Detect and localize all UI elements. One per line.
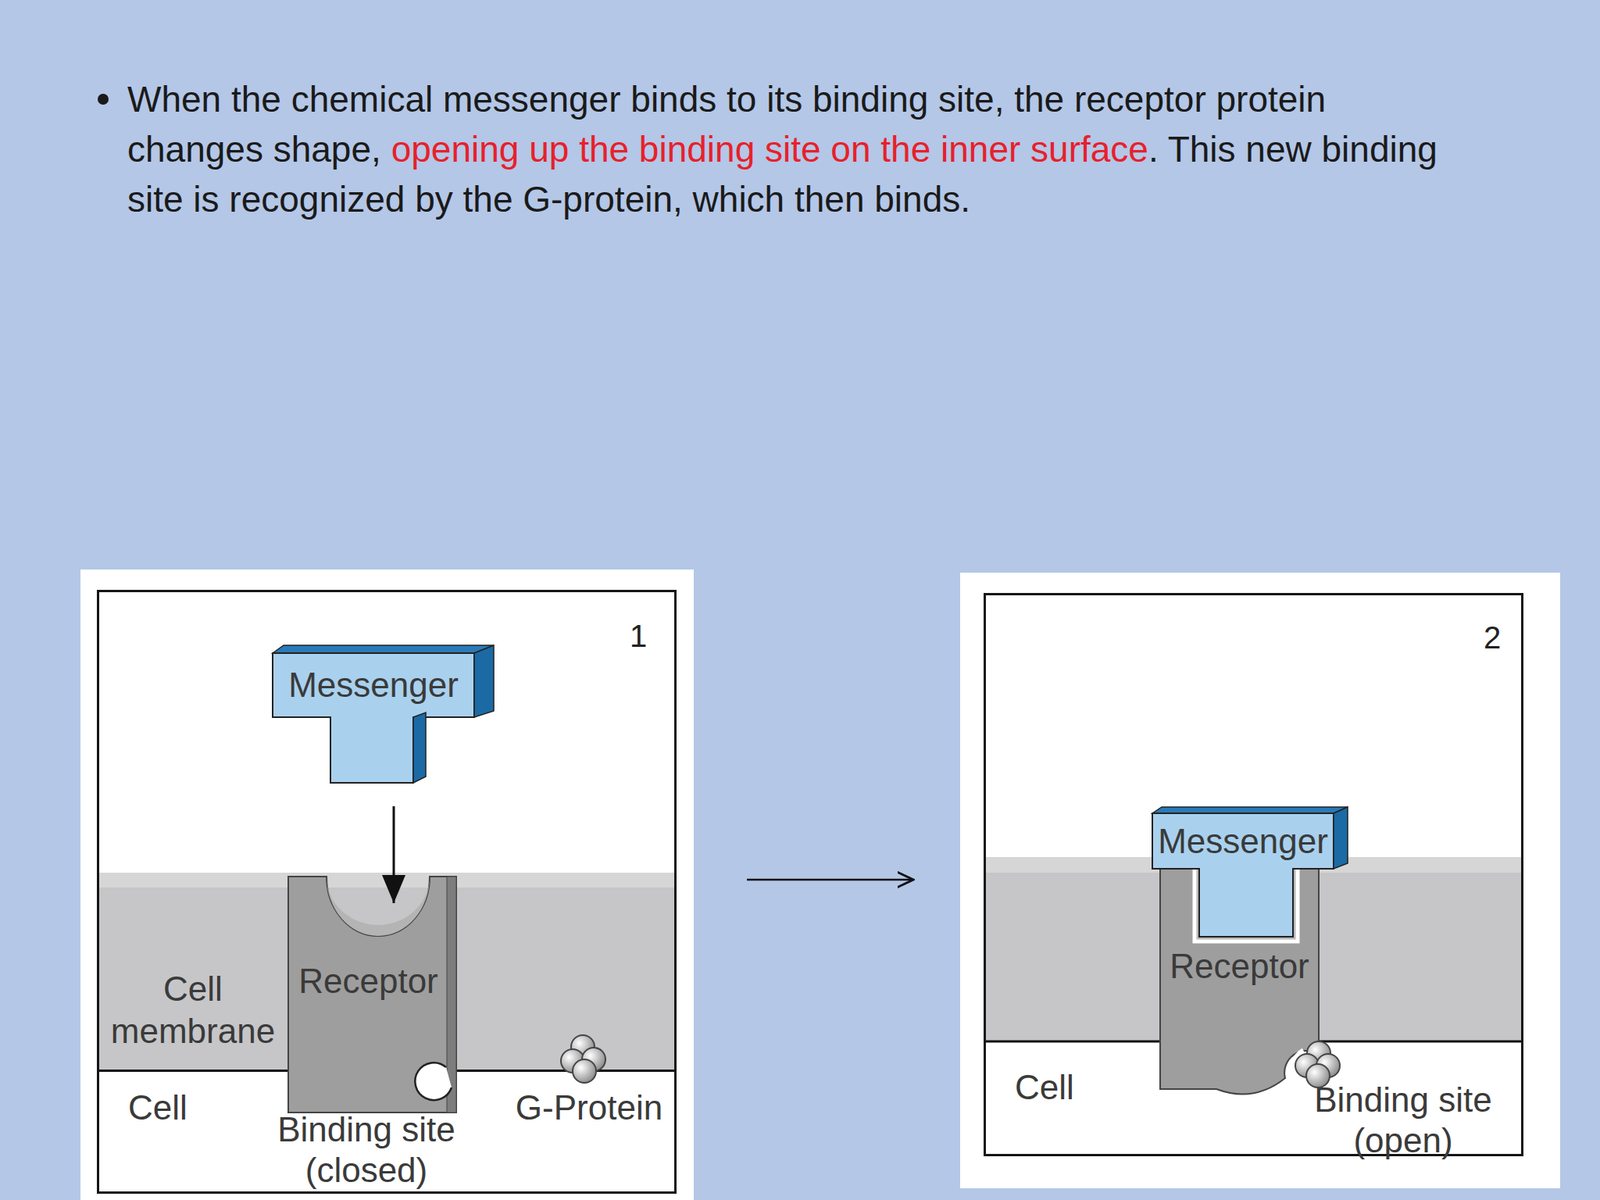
region-label: Cell	[114, 1087, 201, 1129]
receptor-pocket	[326, 876, 430, 936]
messenger-side	[1333, 807, 1348, 869]
receptor-label: Receptor	[288, 960, 449, 1002]
arrow-connector	[392, 806, 396, 904]
binding-site-label: Binding site (closed)	[272, 1109, 461, 1191]
receptor-label: Receptor	[1160, 946, 1319, 987]
receptor-body	[288, 876, 457, 1113]
messenger-top-face	[1152, 807, 1348, 814]
messenger-top-face	[272, 645, 494, 654]
messenger-shape: Messenger	[1152, 807, 1348, 937]
messenger-front	[272, 653, 475, 783]
messenger-label: Messenger	[1152, 813, 1334, 869]
panel-mat	[80, 569, 694, 1200]
receptor-pocket	[1194, 865, 1298, 942]
messenger-side	[474, 645, 494, 718]
g-protein-label: G-Protein	[503, 1087, 675, 1129]
panel: 1MessengerCell membraneReceptorCellBindi…	[96, 589, 677, 1194]
messenger-side	[413, 712, 426, 783]
receptor-shape: Receptor	[288, 876, 457, 1113]
highlight-text: opening up the binding site on the inner…	[391, 128, 1149, 170]
receptor-side	[446, 876, 457, 1113]
binding-site-label: Binding site (open)	[1309, 1079, 1497, 1161]
panel: 2MessengerReceptorCellBinding site (open…	[983, 592, 1524, 1157]
messenger-label: Messenger	[272, 653, 475, 718]
g-protein-sphere	[1316, 1053, 1340, 1078]
bullet-paragraph: When the chemical messenger binds to its…	[127, 74, 1456, 225]
membrane-label: Cell membrane	[100, 967, 286, 1053]
panel-mat	[960, 572, 1561, 1189]
panel-number: 2	[1471, 618, 1513, 657]
region-label: Cell	[1001, 1067, 1088, 1108]
bullet-dot	[97, 93, 109, 105]
g-protein-sphere	[1295, 1053, 1319, 1078]
arrow-connector	[746, 878, 914, 882]
panel-number: 1	[617, 617, 659, 655]
messenger-shape: Messenger	[272, 645, 494, 783]
